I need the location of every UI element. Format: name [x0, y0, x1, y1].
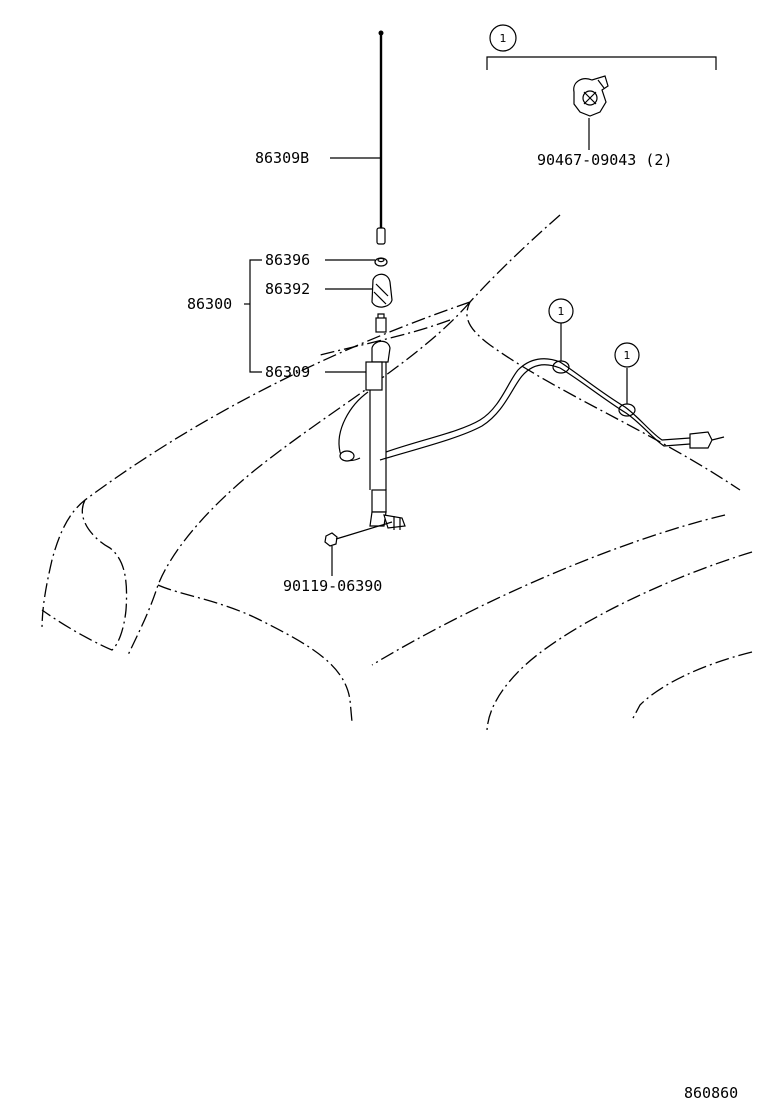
mounting-screw	[324, 521, 393, 547]
clamp-icon	[573, 75, 609, 117]
cable-clamps	[552, 360, 636, 417]
diagram-number: 860860	[684, 1084, 738, 1102]
label-assembly: 86300	[187, 295, 232, 313]
label-pad: 86392	[265, 280, 310, 298]
antenna-rod	[376, 30, 386, 245]
svg-text:1: 1	[624, 349, 631, 362]
antenna-body	[365, 313, 406, 530]
label-screw: 90119-06390	[283, 577, 382, 595]
label-antenna-body: 86309	[265, 363, 310, 381]
vehicle-body-outline	[41, 214, 753, 731]
svg-text:1: 1	[558, 305, 565, 318]
antenna-cable	[338, 358, 725, 462]
antenna-nut	[374, 257, 388, 267]
leader-lines	[244, 56, 717, 576]
label-clamp: 90467-09043 (2)	[537, 151, 672, 169]
label-nut: 86396	[265, 251, 310, 269]
legend-marker: 1	[489, 24, 517, 52]
cable-marker-1: 1	[548, 298, 574, 324]
label-antenna-rod: 86309B	[255, 149, 309, 167]
antenna-pad	[371, 273, 393, 308]
cable-marker-2: 1	[614, 342, 640, 368]
svg-text:1: 1	[500, 32, 507, 45]
